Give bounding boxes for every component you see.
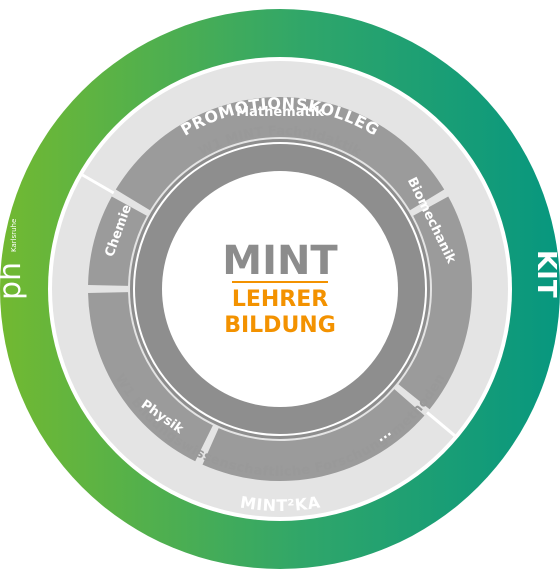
center-circle	[162, 171, 398, 407]
mint2ka-label: MINT²KA	[239, 492, 322, 515]
svg-text:Karlsruhe: Karlsruhe	[10, 219, 18, 252]
segment-physik	[88, 292, 213, 462]
ph-logo: ph Karlsruhe	[0, 219, 28, 300]
segment-biomechanik	[398, 196, 472, 410]
kit-logo: KIT	[531, 250, 560, 298]
svg-text:MINT²KA: MINT²KA	[239, 492, 322, 515]
center-bildung: BILDUNG	[224, 313, 336, 338]
segment-chemie	[88, 196, 147, 286]
light-ring-divider	[81, 173, 115, 195]
center-lehrer: LEHRER	[232, 287, 328, 312]
light-ring-divider	[426, 411, 456, 437]
segment-dots	[202, 389, 425, 481]
center-mint: MINT	[222, 238, 338, 284]
segment-label-dots: ...	[374, 425, 395, 446]
segment-label-mathematik: Mathematik	[236, 105, 324, 120]
segment-mathematik	[115, 96, 445, 211]
svg-text:KIT: KIT	[531, 250, 560, 298]
svg-text:ph: ph	[0, 262, 28, 300]
